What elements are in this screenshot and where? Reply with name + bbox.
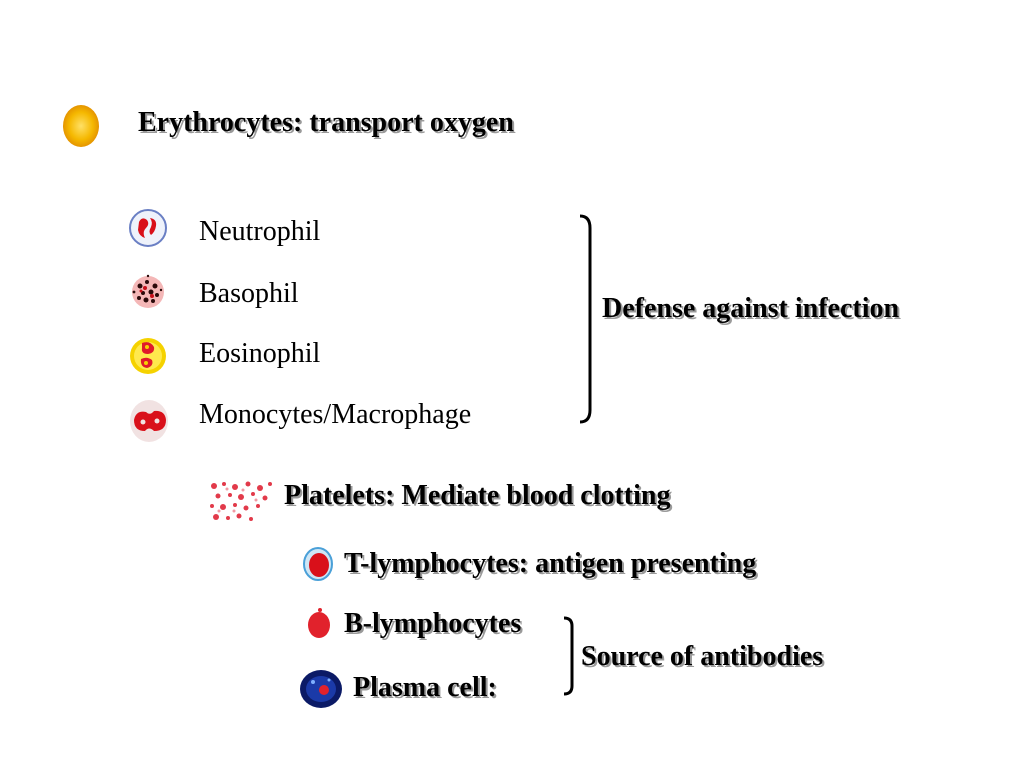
monocyte-icon xyxy=(130,400,168,442)
eosinophil-icon xyxy=(130,338,166,374)
plasma-cell-icon xyxy=(300,670,342,708)
plasma-cell-label: Plasma cell: xyxy=(353,672,497,703)
defense-label: Defense against infection xyxy=(602,293,900,324)
platelets-label: Platelets: Mediate blood clotting xyxy=(284,480,671,511)
t-lymphocytes-label: T-lymphocytes: antigen presenting xyxy=(344,548,757,579)
defense-bracket xyxy=(579,214,592,424)
antibodies-label: Source of antibodies xyxy=(581,641,824,672)
t-lymphocyte-icon xyxy=(303,547,333,581)
red-blood-cell-icon xyxy=(63,105,99,147)
erythrocytes-label: Erythrocytes: transport oxygen xyxy=(138,107,514,138)
neutrophil-icon xyxy=(129,209,167,247)
platelets-icon xyxy=(210,481,272,521)
basophil-icon xyxy=(132,274,164,308)
b-lymphocyte-icon xyxy=(308,608,330,638)
basophil-label: Basophil xyxy=(199,278,299,309)
antibodies-bracket xyxy=(563,616,574,696)
b-lymphocytes-label: B-lymphocytes xyxy=(344,608,522,639)
monocyte-label: Monocytes/Macrophage xyxy=(199,399,472,430)
eosinophil-label: Eosinophil xyxy=(199,338,321,369)
neutrophil-label: Neutrophil xyxy=(199,216,321,247)
